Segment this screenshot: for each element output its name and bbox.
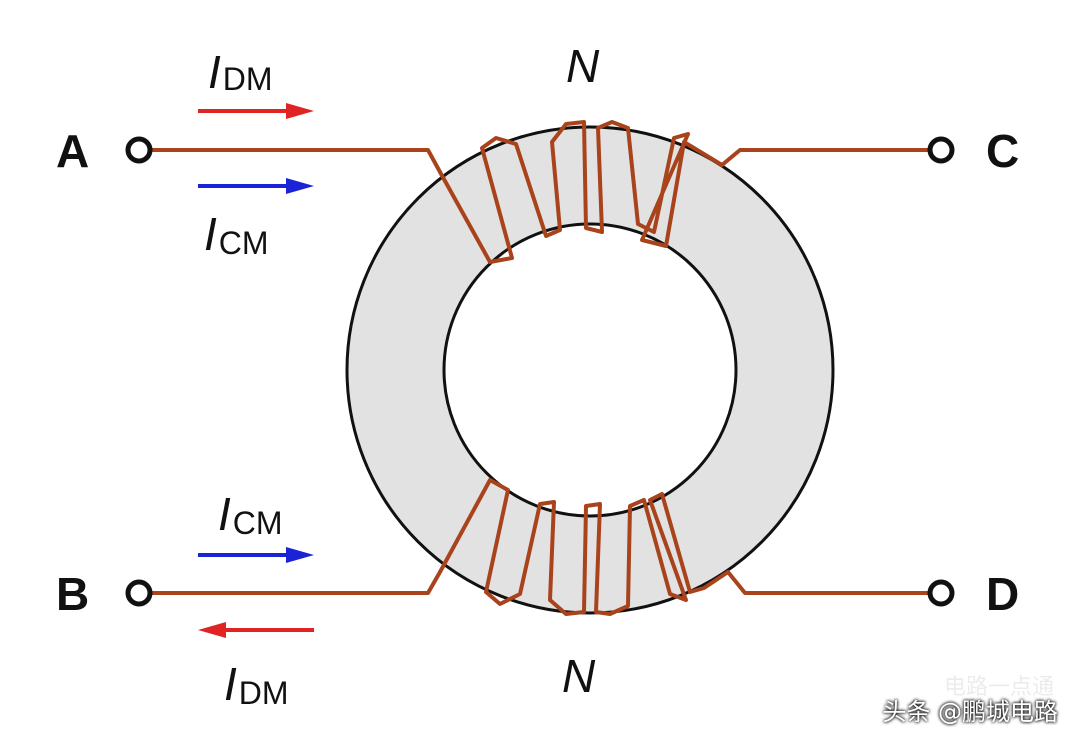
- arrow-bottom-dm: [198, 622, 314, 638]
- terminal-b: B: [56, 568, 153, 620]
- terminal-a-label: A: [56, 125, 89, 177]
- label-top-dm: IDM: [208, 46, 273, 98]
- arrow-top-dm: [198, 103, 314, 119]
- watermark-bottom: 头条 @鹏城电路: [882, 698, 1058, 726]
- watermark-top: 电路一点通: [943, 675, 1054, 700]
- label-top-cm: ICM: [204, 208, 269, 261]
- top-winding: [438, 120, 724, 264]
- bottom-winding: [438, 478, 730, 616]
- terminal-c-label: C: [986, 125, 1019, 177]
- label-bottom-dm: IDM: [224, 658, 289, 711]
- terminal-a: A: [56, 125, 153, 177]
- terminal-b-label: B: [56, 568, 89, 620]
- wire-winding-to-c: [720, 148, 930, 167]
- terminal-d-label: D: [986, 568, 1019, 620]
- wire-a-to-winding: [150, 148, 442, 174]
- toroid-core: [345, 125, 835, 615]
- arrow-bottom-cm: [198, 547, 314, 563]
- wire-b-to-winding: [150, 570, 442, 595]
- terminal-c: C: [927, 125, 1019, 177]
- arrow-top-cm: [198, 178, 314, 194]
- turns-label-bottom: N: [562, 650, 596, 702]
- label-bottom-cm: ICM: [218, 488, 283, 541]
- wire-winding-to-d: [726, 570, 930, 595]
- turns-label-top: N: [566, 40, 600, 92]
- terminal-d: D: [927, 568, 1019, 620]
